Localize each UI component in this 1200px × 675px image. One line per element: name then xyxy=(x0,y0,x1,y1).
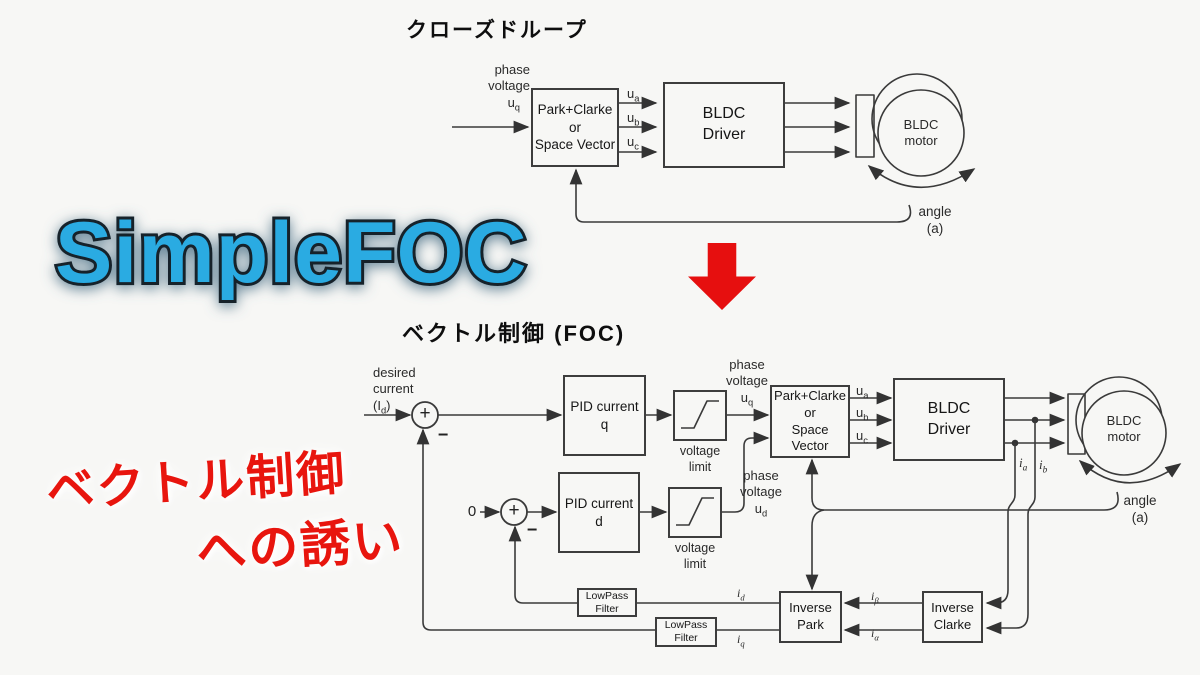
foc-title: ベクトル制御 (FOC) xyxy=(402,321,626,346)
rotation-arrow2 xyxy=(1078,459,1182,484)
minus-sign-q: − xyxy=(437,424,449,445)
voltage-limit-q-box xyxy=(673,390,727,441)
voltage-word: voltage xyxy=(488,78,530,94)
iq-feedback-line xyxy=(416,428,655,631)
inverse-clarke-box: Inverse Clarke xyxy=(922,591,983,643)
ia-label: ia xyxy=(1019,455,1028,474)
uq-symbol: uq xyxy=(507,94,520,113)
ib-label: ib xyxy=(1039,457,1048,476)
pid-current-d-box: PID current d xyxy=(558,472,640,553)
angle-feedback-to-park xyxy=(805,458,1119,511)
closed-loop-title: クローズドループ xyxy=(406,19,588,42)
angle-feedback-to-inverse-park xyxy=(805,509,825,591)
ud-arrow xyxy=(722,431,770,513)
angle-label: angle (a) xyxy=(918,204,952,236)
park-clarke-box: Park+Clarke or Space Vector xyxy=(531,88,619,167)
simplefoc-logo: SimpleFOC xyxy=(52,202,530,304)
ia-sense-line xyxy=(985,443,1016,610)
ib-sense-line xyxy=(985,420,1036,635)
uc2-label: uc xyxy=(856,428,868,446)
park-clarke-box-2: Park+Clarke or Space Vector xyxy=(770,385,850,458)
id-feedback-line xyxy=(508,525,577,604)
voltage-limit-q-label: voltage limit xyxy=(679,444,721,474)
uc-label: uc xyxy=(627,134,639,152)
closed-loop-diagram xyxy=(452,73,976,223)
id-label: id xyxy=(737,586,745,603)
voltage-limit-d-label: voltage limit xyxy=(674,541,716,571)
ub-label: ub xyxy=(627,110,640,128)
ub2-label: ub xyxy=(856,405,869,423)
plus-sign-d: + xyxy=(508,500,520,522)
zero-reference: 0 xyxy=(467,503,477,521)
ua-label: ua xyxy=(627,86,640,104)
red-caption-line2: への誘い xyxy=(194,511,406,581)
phase-voltage-ud-label: phase voltage ud xyxy=(740,468,782,519)
phase-voltage-uq2-label: phase voltage uq xyxy=(726,357,768,408)
angle-label-2: angle (a) xyxy=(1123,493,1157,525)
simplefoc-logo-text: SimpleFOC xyxy=(55,205,528,301)
bldc-motor-label-2: BLDC motor xyxy=(1106,413,1142,445)
id-ref-symbol: (Id) xyxy=(373,397,391,416)
rotation-arrow xyxy=(867,164,976,189)
lowpass-filter-box-2: LowPass Filter xyxy=(655,617,717,647)
pid-current-q-box: PID current q xyxy=(563,375,646,456)
ialpha-label: iα xyxy=(871,626,879,643)
saturation-glyph-d xyxy=(676,497,714,526)
plus-sign-q: + xyxy=(419,403,431,425)
angle-feedback-line xyxy=(569,168,912,223)
bldc-driver-box-2: BLDC Driver xyxy=(893,378,1005,461)
foc-diagram xyxy=(364,376,1182,637)
bldc-driver-box: BLDC Driver xyxy=(663,82,785,168)
ibeta-label: iβ xyxy=(871,589,879,606)
inverse-park-box: Inverse Park xyxy=(779,591,842,643)
lowpass-filter-box-1: LowPass Filter xyxy=(577,588,637,617)
motor-terminal-block xyxy=(855,94,875,158)
voltage-limit-d-box xyxy=(668,487,722,538)
phase-word: phase xyxy=(494,62,530,77)
ua2-label: ua xyxy=(856,383,869,401)
bldc-motor-label: BLDC motor xyxy=(903,117,939,149)
iq-label: iq xyxy=(737,632,745,649)
phase-voltage-uq-label: phase voltage uq xyxy=(450,62,530,113)
saturation-glyph-q xyxy=(681,400,719,429)
desired-current-label: desired current (Id) xyxy=(373,365,416,416)
minus-sign-d: − xyxy=(526,519,538,540)
